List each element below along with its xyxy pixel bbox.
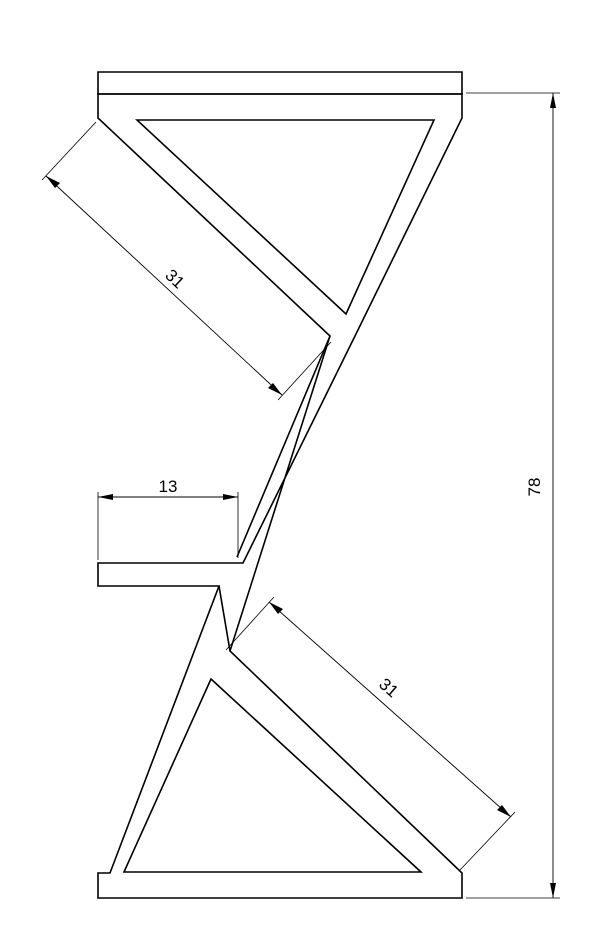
dimension-overall-height: 78 (466, 92, 560, 899)
dimension-upper-arm: 31 (41, 121, 332, 401)
arrowhead-top (550, 93, 556, 108)
dimension-label-upper-arm: 31 (161, 266, 188, 293)
outer-contour (97, 93, 463, 899)
extension-line-upper-b (277, 341, 332, 401)
dimension-line-upper (45, 175, 283, 396)
dimension-label-lower-arm: 31 (375, 674, 402, 701)
arrowhead-ledge-left (98, 494, 113, 500)
extension-line-upper-a (41, 121, 97, 181)
arrowhead-lower-a (269, 602, 283, 614)
dimension-ledge-width: 13 (97, 477, 239, 560)
lower-cavity (122, 677, 424, 873)
inner-web-edge (236, 335, 331, 558)
dimension-line-lower (268, 601, 512, 818)
arrowhead-ledge-right (223, 494, 238, 500)
extension-line-lower-b (459, 811, 516, 871)
arrowhead-lower-b (497, 805, 511, 817)
arrowhead-upper-a (46, 176, 60, 188)
inner-web-edge-lower (218, 585, 231, 652)
dimension-label-ledge: 13 (159, 477, 178, 496)
arrowhead-upper-b (268, 383, 282, 395)
dimension-label-height: 78 (525, 478, 544, 497)
profile-outline (97, 71, 463, 899)
arrowhead-bottom (550, 883, 556, 898)
top-flange (97, 71, 463, 95)
upper-cavity (134, 119, 436, 316)
extension-line-lower-a (225, 596, 275, 651)
